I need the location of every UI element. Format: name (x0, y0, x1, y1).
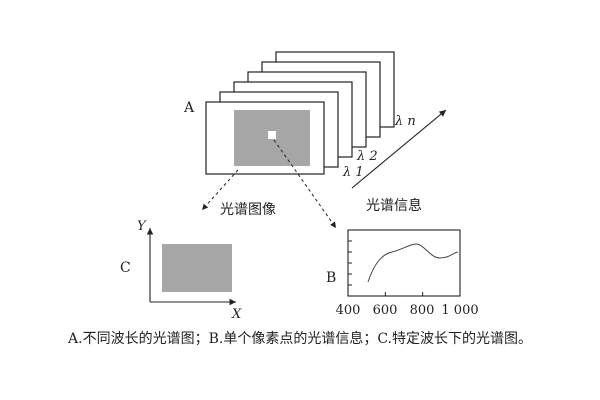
wavelength-arrow (351, 109, 447, 189)
label-spectral-info: 光谱信息 (366, 197, 422, 214)
spectrum-x-ticks (347, 292, 461, 296)
spectrum-chart-frame (347, 229, 461, 297)
label-panel-b: B (326, 270, 336, 286)
spectrum-y-ticks (348, 240, 352, 286)
tick-label-800: 800 (410, 303, 435, 318)
label-axis-y: Y (137, 219, 147, 234)
spectrum-curve (367, 243, 459, 283)
selected-pixel-marker (268, 131, 276, 139)
label-panel-c: C (120, 260, 131, 276)
label-lambda-n: λ n (394, 114, 416, 129)
tick-label-400: 400 (336, 303, 361, 318)
tick-label-600: 600 (373, 303, 398, 318)
label-spectral-image: 光谱图像 (220, 202, 276, 218)
label-axis-x: X (231, 307, 242, 322)
wavelength-image-texture (162, 244, 232, 292)
label-panel-a: A (183, 100, 195, 116)
figure-caption: A.不同波长的光谱图；B.单个像素点的光谱信息；C.特定波长下的光谱图。 (68, 331, 532, 347)
label-lambda-2: λ 2 (356, 149, 378, 164)
tick-label-1000: 1 000 (441, 303, 478, 318)
dashed-arrow-to-spectral-image (201, 169, 239, 211)
label-lambda-1: λ 1 (342, 165, 364, 180)
hyperspectral-diagram: A λ 1 λ 2 λ n 光谱图像 光谱信息 C Y X B 400 600 … (120, 51, 479, 322)
